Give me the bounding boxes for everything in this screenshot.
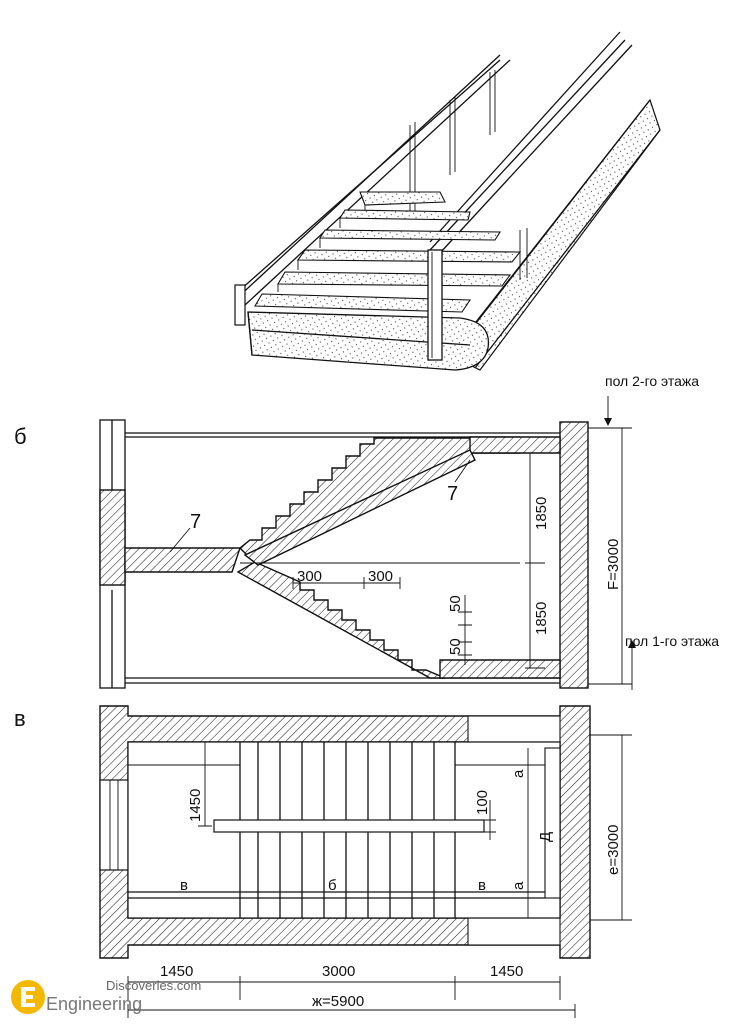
logo-mark-icon [11, 980, 45, 1014]
riser-dim-1: 50 [447, 595, 464, 612]
slab-mark-left: 7 [190, 511, 201, 533]
len-left-dim: 1450 [160, 963, 193, 980]
riser-dim-2: 50 [447, 638, 464, 655]
perspective-staircase [234, 31, 661, 371]
height-dim: F=3000 [605, 539, 622, 590]
section-b-drawing [99, 396, 636, 690]
tread-dim-2: 300 [368, 568, 393, 585]
flight-dim-upper: 1850 [533, 497, 550, 530]
mark-v-left: в [180, 877, 188, 894]
len-right-dim: 1450 [490, 963, 523, 980]
logo-line-1: Discoveries.com [106, 978, 202, 993]
mark-a-bottom: a [510, 881, 527, 890]
tread-dim-1: 300 [297, 568, 322, 585]
width-total-dim: e=3000 [605, 825, 622, 875]
plan-v-drawing [99, 705, 632, 1018]
section-label-b: б [14, 424, 27, 449]
floor-2-label: пол 2-го этажа [605, 373, 699, 389]
engineering-discoveries-logo: Discoveries.com Engineering [10, 976, 210, 1020]
section-label-v: в [14, 706, 26, 731]
mark-a-top: a [510, 769, 527, 778]
len-mid-dim: 3000 [322, 963, 355, 980]
landing-width-dim: 1450 [187, 789, 204, 822]
logo-line-2: Engineering [46, 994, 143, 1014]
mark-d: Д [537, 832, 554, 842]
mark-b: б [328, 877, 337, 894]
gap-dim: 100 [474, 790, 491, 815]
slab-mark-right: 7 [447, 483, 458, 505]
len-total-dim: ж=5900 [312, 993, 364, 1010]
floor-1-label: пол 1-го этажа [625, 633, 719, 649]
flight-dim-lower: 1850 [533, 602, 550, 635]
mark-v-right: в [478, 877, 486, 894]
